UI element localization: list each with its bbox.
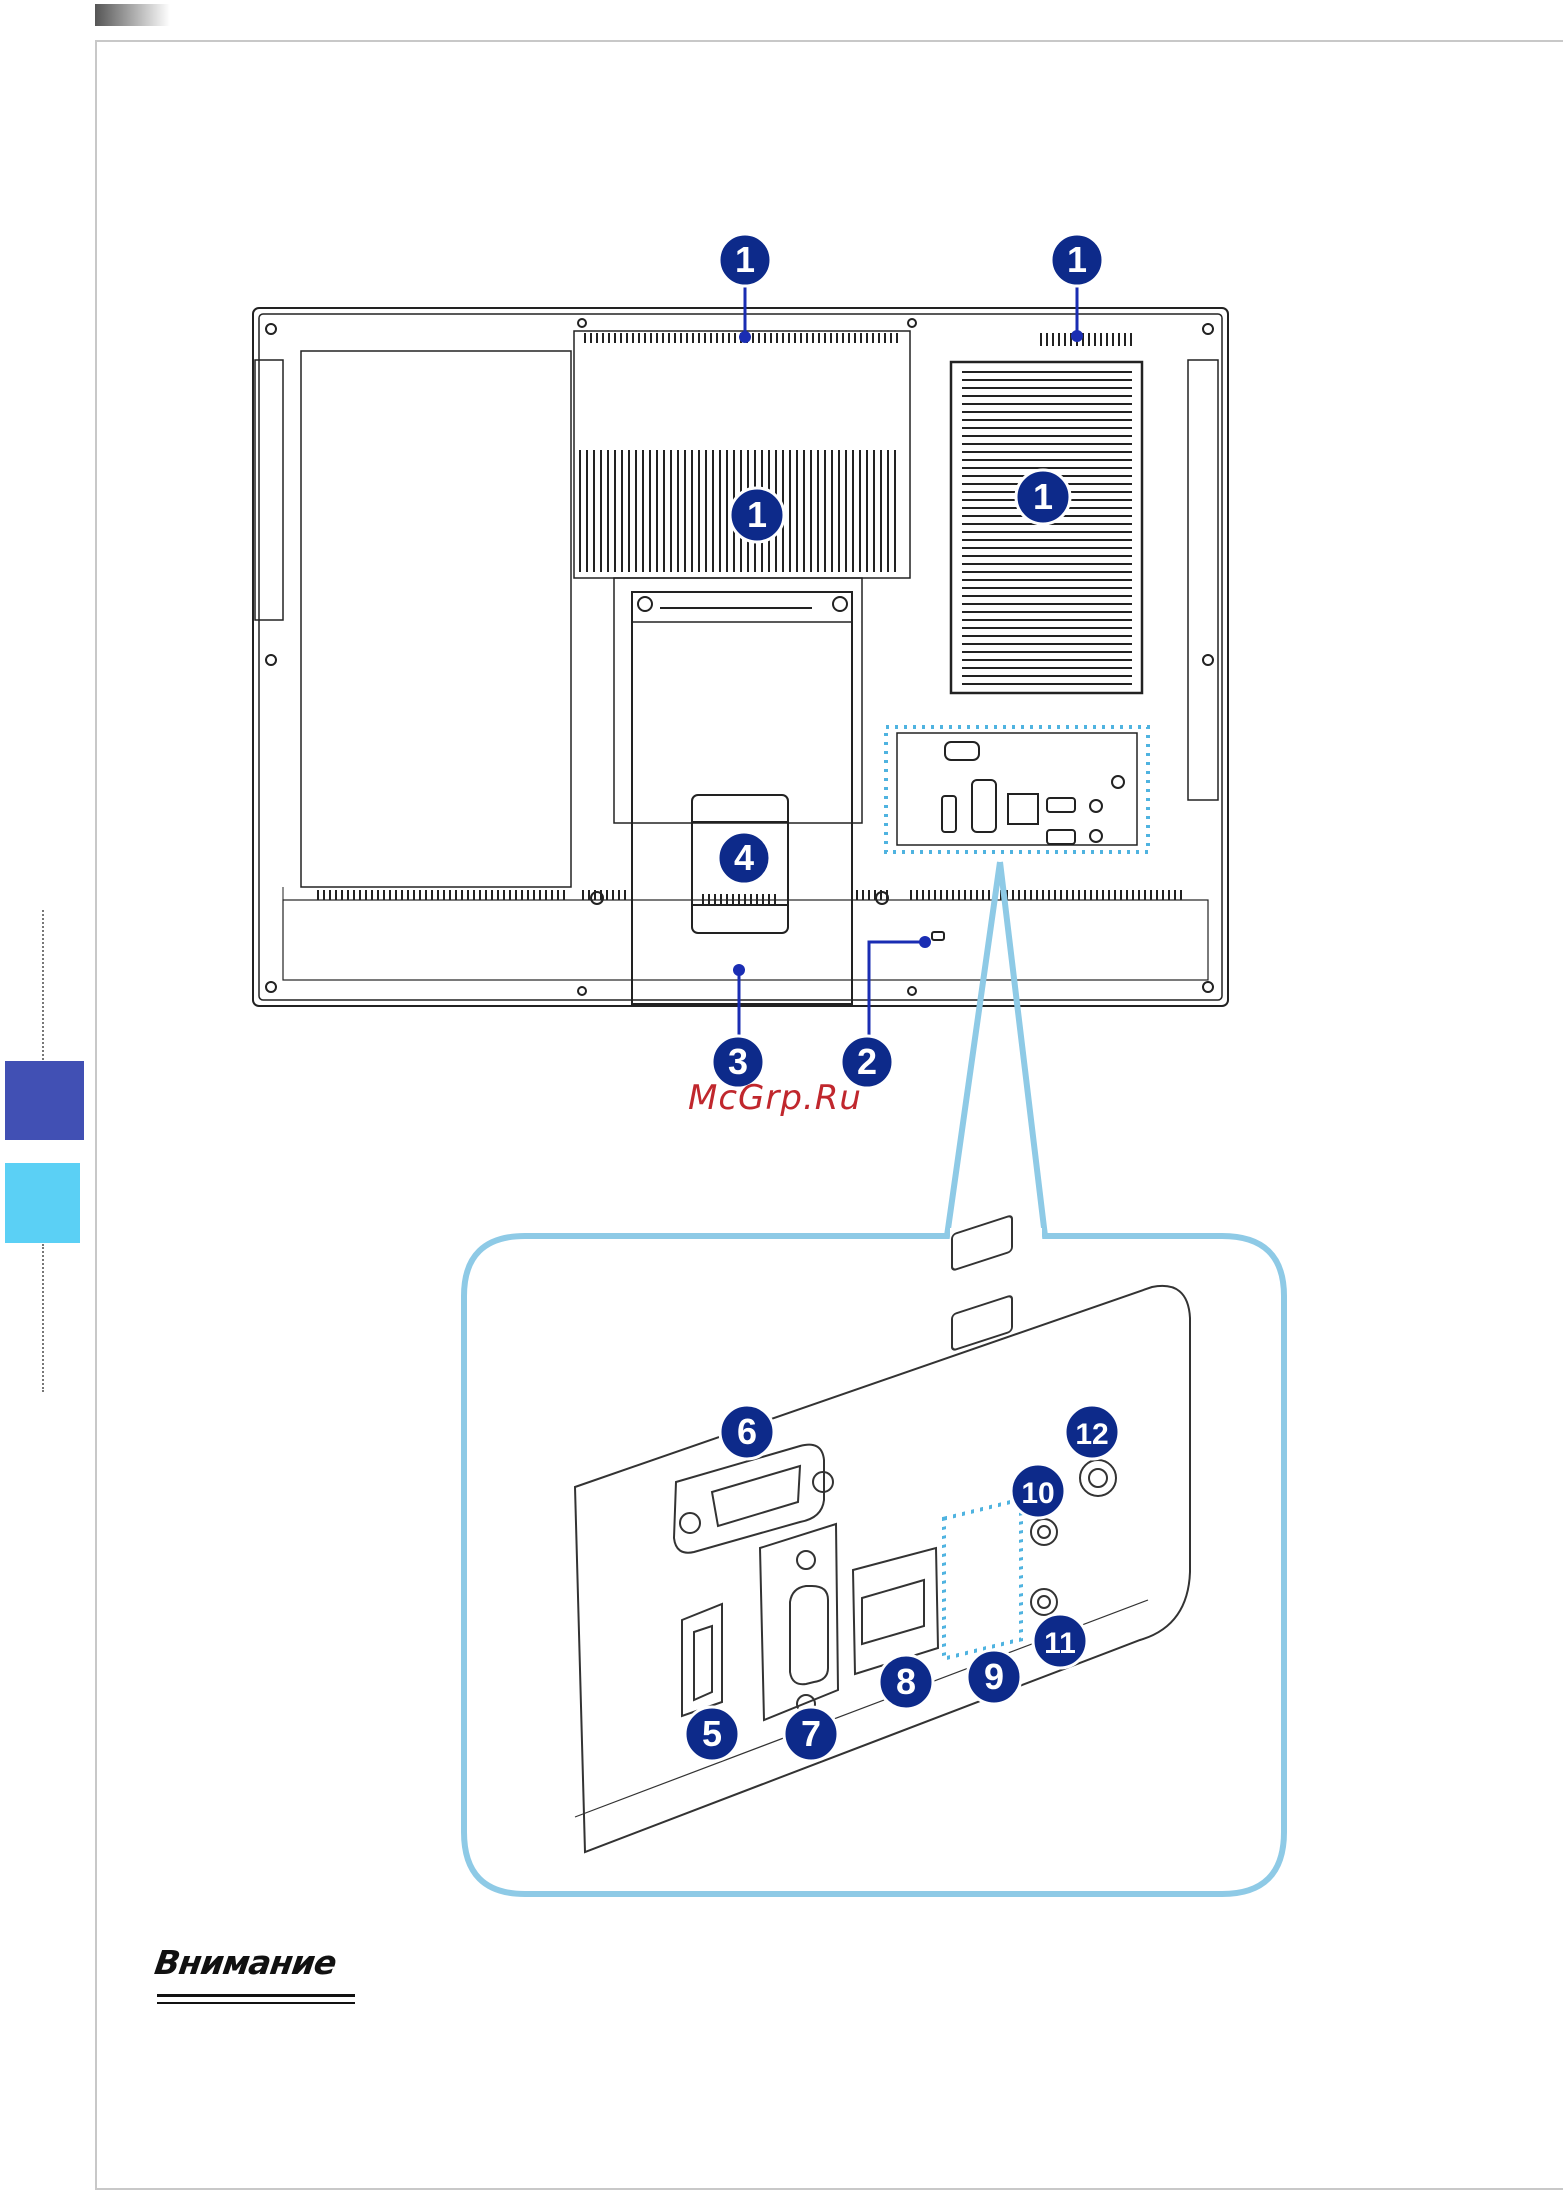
callout-label: 12: [1075, 1418, 1108, 1451]
callout-label: 1: [1033, 476, 1053, 517]
callout-5-displayport: 5: [685, 1707, 739, 1761]
callout-label: 8: [896, 1661, 916, 1702]
note-label: Внимание: [152, 1943, 338, 1982]
lan-port: [853, 1548, 938, 1674]
callout-1-top-vent-center: 1: [719, 234, 771, 286]
callout-1-rear-vent-right: 1: [1016, 470, 1070, 524]
callout-9-usb-ports: 9: [967, 1650, 1021, 1704]
callout-label: 7: [801, 1713, 821, 1754]
callout-8-lan-port: 8: [879, 1655, 933, 1709]
callout-6-serial-port: 6: [720, 1405, 774, 1459]
watermark: McGrp.Ru: [688, 1078, 862, 1118]
callout-11-mic-jack: 11: [1033, 1614, 1087, 1668]
callout-label: 11: [1044, 1627, 1076, 1660]
line-out-jack: [1031, 1519, 1057, 1545]
callout-label: 2: [857, 1041, 877, 1082]
callout-label: 6: [737, 1411, 757, 1452]
left-panel: [301, 351, 571, 887]
note-underline-2: [157, 2002, 355, 2004]
stand: [632, 592, 852, 1004]
callout-10-line-out-jack: 10: [1011, 1464, 1065, 1518]
io-panel-highlight: [886, 727, 1148, 852]
zoom-frame: [464, 862, 1284, 1894]
callout-label: 5: [702, 1713, 722, 1754]
callout-7-vga-port: 7: [784, 1707, 838, 1761]
callout-label: 3: [728, 1041, 748, 1082]
callout-12-dc-in-jack: 12: [1065, 1405, 1119, 1459]
callout-label: 9: [984, 1656, 1004, 1697]
usb-port-lower: [952, 1295, 1012, 1350]
mic-jack: [1031, 1589, 1057, 1615]
dc-in-jack: [1080, 1460, 1116, 1496]
zoom-io-panel: [575, 1286, 1190, 1852]
usb-highlight: [944, 1499, 1021, 1658]
serial-port: [674, 1445, 824, 1553]
callout-label: 1: [747, 494, 767, 535]
callout-1-top-vent-right: 1: [1051, 234, 1103, 286]
callout-4-stand-hinge: 4: [718, 832, 770, 884]
displayport: [682, 1604, 722, 1716]
vent-grilles: [318, 333, 1181, 904]
callout-label: 10: [1021, 1477, 1054, 1510]
callout-label: 4: [734, 837, 754, 878]
callout-label: 1: [735, 239, 755, 280]
note-underline-1: [157, 1994, 355, 1997]
callout-label: 1: [1067, 239, 1087, 280]
callout-1-rear-vent-center: 1: [730, 488, 784, 542]
